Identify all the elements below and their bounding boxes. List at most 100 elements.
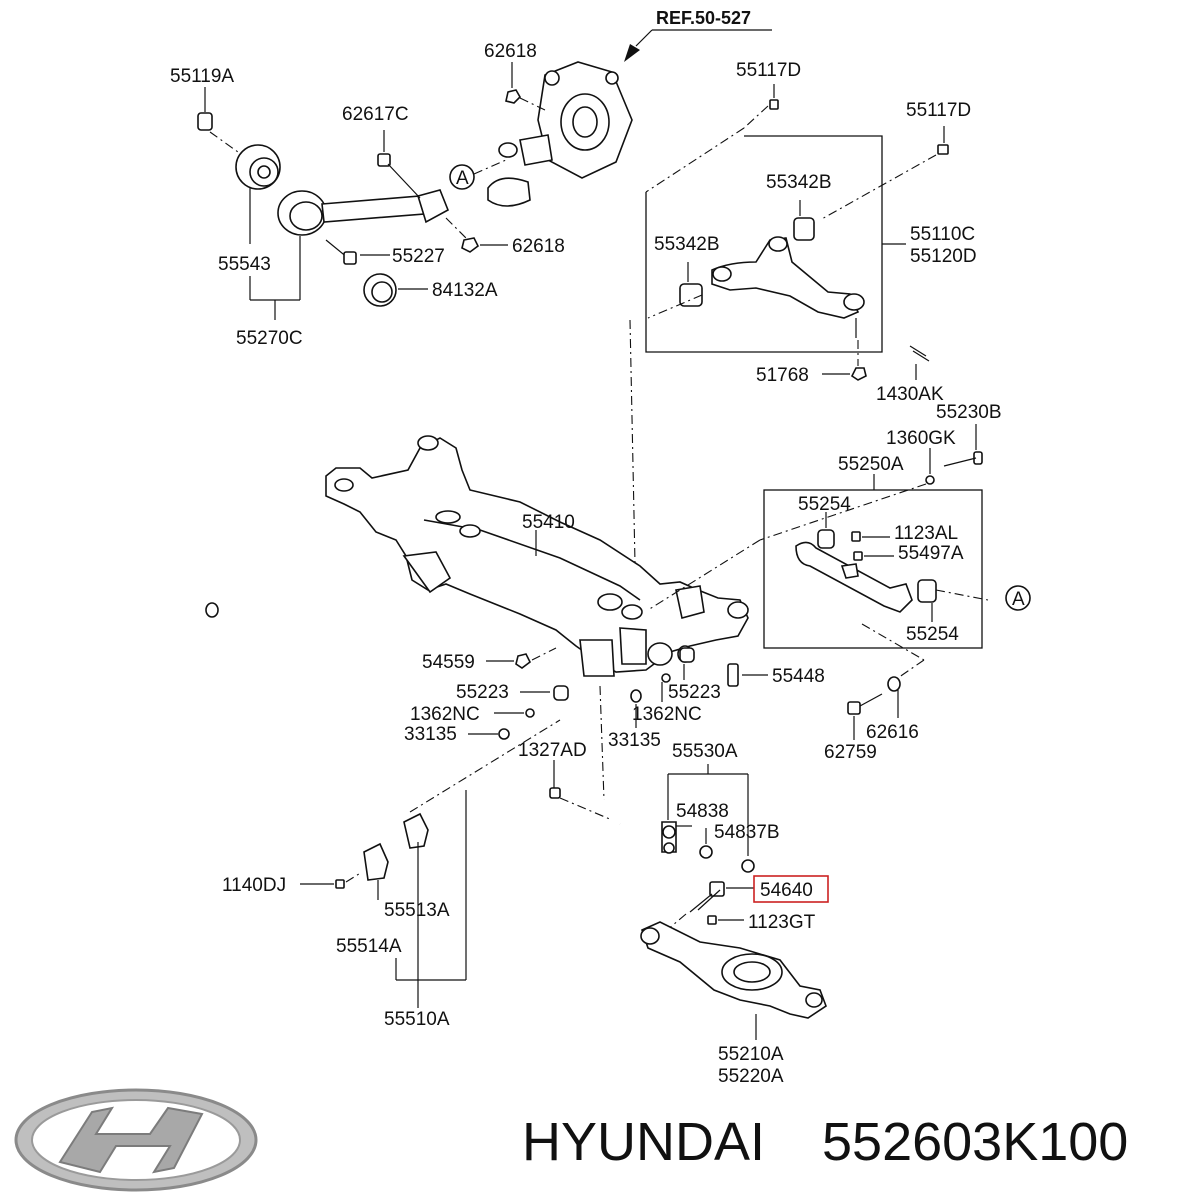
knuckle-assembly: [487, 61, 633, 207]
label-55120D: 55120D: [910, 246, 977, 267]
bushing-55254-top: [817, 529, 835, 549]
bushing-55119A: [197, 112, 213, 131]
washer-1360GK: [925, 475, 935, 485]
bolt-1140DJ: [335, 879, 345, 889]
label-1360GK: 1360GK: [886, 428, 956, 449]
bracket-55513A: [403, 812, 429, 849]
label-55220A: 55220A: [718, 1066, 784, 1087]
label-1123GT: 1123GT: [748, 912, 816, 933]
label-62617C: 62617C: [342, 104, 409, 125]
nut-1362NC-right: [661, 673, 671, 683]
label-55513A: 55513A: [384, 900, 450, 921]
label-1140DJ: 1140DJ: [222, 875, 286, 896]
label-55110C: 55110C: [910, 224, 975, 245]
label-55119A: 55119A: [170, 66, 234, 87]
nut-1362NC-left: [525, 708, 535, 718]
upper-arm-box: [645, 135, 906, 353]
label-54640: 54640: [760, 880, 813, 901]
bolt-55117D-right: [937, 126, 949, 155]
label-33135-right: 33135: [608, 730, 661, 751]
lateral-arm: [795, 541, 913, 613]
label-62618-mid: 62618: [512, 236, 565, 257]
label-55223-right: 55223: [668, 682, 721, 703]
label-55448: 55448: [772, 666, 825, 687]
label-55254-bottom: 55254: [906, 624, 959, 645]
bushing-55223-left: [553, 685, 569, 701]
callout-a-left: A: [449, 159, 507, 190]
footer-caption: HYUNDAI 552603K100: [522, 1112, 1128, 1172]
bolt-55230B: [943, 424, 983, 467]
label-55410: 55410: [522, 512, 575, 533]
bolt-1123AL: [851, 531, 890, 542]
nut-62618-mid: [461, 237, 480, 253]
bolt-54640: [689, 881, 725, 913]
label-51768: 51768: [756, 365, 809, 386]
label-55342B-left: 55342B: [654, 234, 720, 255]
clip-1327AD: [549, 787, 561, 799]
label-84132A: 84132A: [432, 280, 498, 301]
stabilizer-link-55530A: [661, 821, 677, 854]
lateral-arm-box: [763, 489, 983, 649]
bushing-55342B-right: [793, 217, 815, 241]
reference-callout: REF.50-527: [624, 8, 772, 62]
reference-arrow-icon: [624, 44, 640, 62]
bushing-55514A: [363, 842, 389, 881]
label-55342B-right: 55342B: [766, 172, 832, 193]
bolt-55117D-top: [769, 84, 779, 110]
crossmember-55410: [325, 435, 749, 677]
label-54837B: 54837B: [714, 822, 780, 843]
washer-54838: [699, 845, 713, 859]
nut-51768: [850, 367, 867, 381]
label-55530A: 55530A: [672, 741, 738, 762]
washer-33135-right: [630, 689, 642, 703]
callout-a-right: A: [1005, 585, 1031, 611]
bushing-55223-right: [679, 647, 695, 663]
reference-label: REF.50-527: [656, 8, 751, 28]
label-55510A: 55510A: [384, 1009, 450, 1030]
label-55514A: 55514A: [336, 936, 402, 957]
label-55117D-right: 55117D: [906, 100, 971, 121]
part-labels: 62618 55119A 55117D 55117D 62617C 55342B…: [170, 41, 1002, 1087]
footer-part-number: 552603K100: [822, 1112, 1128, 1172]
bolt-55497A: [853, 551, 894, 561]
callout-a-right-label: A: [1012, 589, 1025, 610]
bushing-55254-bottom: [917, 579, 937, 603]
nut-33135-left: [498, 728, 510, 740]
label-1327AD: 1327AD: [518, 740, 587, 761]
label-1123AL: 1123AL: [894, 523, 958, 544]
bolt-62759: [847, 693, 883, 715]
label-55227: 55227: [392, 246, 445, 267]
trailing-arm: [277, 189, 450, 236]
label-62616: 62616: [866, 722, 919, 743]
washer-54837B: [741, 859, 755, 873]
hyundai-logo: [14, 1088, 258, 1192]
label-1362NC-right: 1362NC: [632, 704, 702, 725]
lower-arm-55210A: [640, 921, 827, 1019]
label-54838: 54838: [676, 801, 729, 822]
label-1430AK: 1430AK: [876, 384, 944, 405]
label-55543: 55543: [218, 254, 271, 275]
label-55230B: 55230B: [936, 402, 1002, 423]
label-55117D-top: 55117D: [736, 60, 801, 81]
nut-1123GT: [707, 915, 717, 925]
label-55223-left: 55223: [456, 682, 509, 703]
label-55250A: 55250A: [838, 454, 904, 475]
bolt-62617C: [377, 153, 421, 199]
label-55254-top: 55254: [798, 494, 851, 515]
washer-62616: [887, 676, 901, 692]
label-62759: 62759: [824, 742, 877, 763]
pin-1430AK: [909, 345, 930, 362]
label-55497A: 55497A: [898, 543, 964, 564]
label-54559: 54559: [422, 652, 475, 673]
callout-a-left-label: A: [456, 168, 469, 189]
nut-54559: [515, 653, 532, 669]
bolt-55448: [727, 663, 739, 687]
label-55270C: 55270C: [236, 328, 303, 349]
cap-84132A: [363, 273, 397, 307]
nut-62618-top: [505, 89, 521, 104]
bushing-55543: [235, 144, 281, 190]
bolt-55227: [325, 239, 357, 265]
label-62618-top: 62618: [484, 41, 537, 62]
label-33135-left: 33135: [404, 724, 457, 745]
